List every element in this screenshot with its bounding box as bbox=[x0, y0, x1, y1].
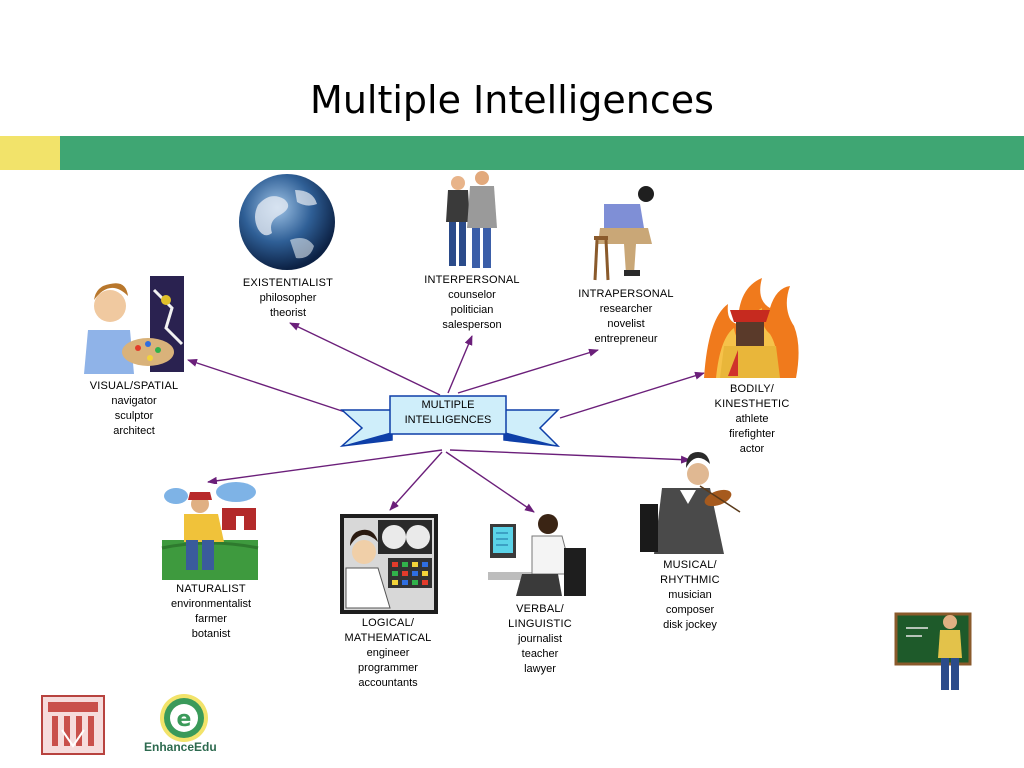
teacher-blackboard-icon bbox=[894, 612, 972, 690]
role-item: entrepreneur bbox=[594, 333, 658, 345]
firefighter-icon bbox=[704, 278, 799, 378]
heading-line: INTRAPERSONAL bbox=[578, 288, 674, 300]
center-label-line1: MULTIPLE bbox=[421, 399, 475, 411]
role-item: athlete bbox=[735, 413, 769, 425]
role-item: farmer bbox=[195, 613, 227, 625]
role-item: counselor bbox=[448, 289, 496, 301]
heading-line: MUSICAL/ bbox=[663, 559, 717, 571]
role-item: salesperson bbox=[442, 319, 502, 331]
center-label: MULTIPLE INTELLIGENCES bbox=[388, 398, 508, 428]
role-item: politician bbox=[450, 304, 494, 316]
role-item: programmer bbox=[358, 662, 418, 674]
label-bodily-kinesthetic: BODILY/ KINESTHETIC athlete firefighter … bbox=[700, 382, 804, 457]
heading-line: EXISTENTIALIST bbox=[242, 277, 334, 289]
arrow-existentialist bbox=[289, 322, 441, 396]
role-item: philosopher bbox=[259, 292, 317, 304]
label-logical-mathematical: LOGICAL/ MATHEMATICAL engineer programme… bbox=[336, 616, 440, 691]
role-item: novelist bbox=[607, 318, 645, 330]
role-item: navigator bbox=[111, 395, 157, 407]
header-band-yellow bbox=[0, 136, 60, 170]
label-verbal-linguistic: VERBAL/ LINGUISTIC journalist teacher la… bbox=[490, 602, 590, 677]
role-item: teacher bbox=[521, 648, 559, 660]
label-interpersonal: INTERPERSONAL counselor politician sales… bbox=[420, 273, 524, 333]
couple-icon bbox=[446, 171, 497, 268]
role-item: firefighter bbox=[729, 428, 775, 440]
role-item: actor bbox=[739, 443, 765, 455]
center-label-line2: INTELLIGENCES bbox=[404, 414, 492, 426]
arrow-naturalist bbox=[207, 449, 443, 485]
enhanceedu-logo-icon: e bbox=[160, 694, 208, 742]
heading-line: BODILY/ bbox=[730, 383, 774, 395]
heading-line: VISUAL/SPATIAL bbox=[89, 380, 179, 392]
arrow-logical-mathematical bbox=[389, 451, 443, 511]
heading-line: LINGUISTIC bbox=[508, 618, 572, 630]
arrow-intrapersonal bbox=[457, 348, 599, 394]
violinist-icon bbox=[640, 452, 741, 554]
university-logo-icon bbox=[41, 695, 105, 755]
role-item: musician bbox=[668, 589, 712, 601]
role-item: disk jockey bbox=[663, 619, 717, 631]
label-existentialist: EXISTENTIALIST philosopher theorist bbox=[238, 276, 338, 321]
globe-icon bbox=[239, 174, 335, 270]
connector-arrows bbox=[187, 322, 705, 513]
role-item: theorist bbox=[269, 307, 307, 319]
farmer-icon bbox=[161, 482, 259, 580]
arrow-bodily-kinesthetic bbox=[559, 371, 705, 419]
label-intrapersonal: INTRAPERSONAL researcher novelist entrep… bbox=[574, 287, 678, 347]
label-naturalist: NATURALIST environmentalist farmer botan… bbox=[156, 582, 266, 642]
page-title: Multiple Intelligences bbox=[310, 78, 714, 122]
role-item: engineer bbox=[366, 647, 410, 659]
control-panel bbox=[388, 558, 432, 588]
role-item: environmentalist bbox=[170, 598, 252, 610]
enhanceedu-logo-letter: e bbox=[177, 707, 192, 732]
engineer-icon bbox=[340, 514, 438, 614]
heading-line: INTERPERSONAL bbox=[424, 274, 520, 286]
heading-line: NATURALIST bbox=[176, 583, 246, 595]
arrow-visual-spatial bbox=[187, 359, 346, 413]
role-item: lawyer bbox=[524, 663, 556, 675]
heading-line: RHYTHMIC bbox=[660, 574, 720, 586]
role-item: sculptor bbox=[114, 410, 154, 422]
role-item: architect bbox=[113, 425, 155, 437]
heading-line: LOGICAL/ bbox=[361, 617, 415, 629]
label-musical-rhythmic: MUSICAL/ RHYTHMIC musician composer disk… bbox=[640, 558, 740, 633]
role-item: botanist bbox=[191, 628, 231, 640]
computer-user-icon bbox=[488, 514, 586, 596]
role-item: composer bbox=[665, 604, 715, 616]
center-ribbon bbox=[339, 395, 561, 448]
heading-line: KINESTHETIC bbox=[714, 398, 790, 410]
heading-line: VERBAL/ bbox=[516, 603, 564, 615]
heading-line: MATHEMATICAL bbox=[344, 632, 432, 644]
label-visual-spatial: VISUAL/SPATIAL navigator sculptor archit… bbox=[84, 379, 184, 439]
arrow-interpersonal bbox=[447, 335, 473, 394]
thinker-icon bbox=[593, 186, 654, 281]
role-item: researcher bbox=[599, 303, 653, 315]
arrow-verbal-linguistic bbox=[445, 451, 535, 513]
painter-icon bbox=[84, 276, 184, 374]
arrow-musical-rhythmic bbox=[449, 449, 691, 464]
role-item: accountants bbox=[358, 677, 418, 689]
brand-name: EnhanceEdu bbox=[144, 740, 217, 754]
role-item: journalist bbox=[517, 633, 563, 645]
header-band-green bbox=[60, 136, 1024, 170]
